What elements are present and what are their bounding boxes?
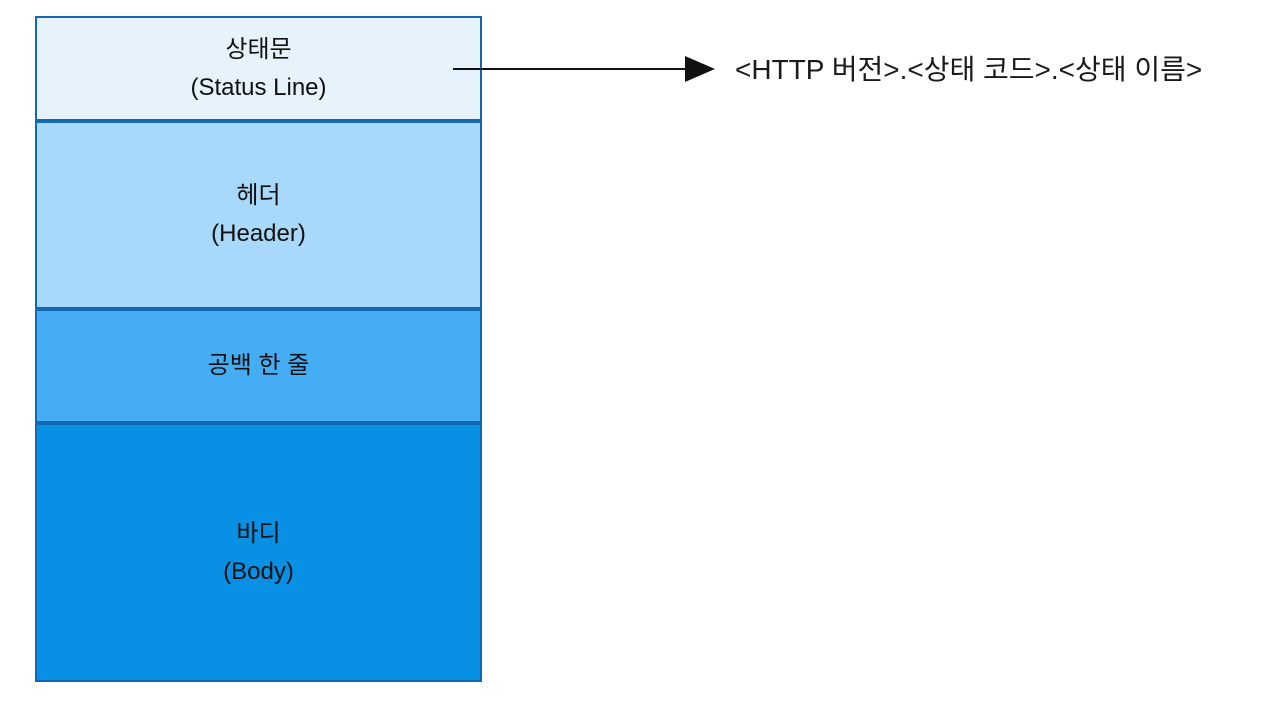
body-label-en: (Body) bbox=[223, 557, 294, 585]
http-response-stack: 상태문 (Status Line) 헤더 (Header) 공백 한 줄 바디 … bbox=[35, 16, 482, 682]
box-body: 바디 (Body) bbox=[35, 423, 482, 682]
box-status-line: 상태문 (Status Line) bbox=[35, 16, 482, 121]
status-line-label-ko: 상태문 bbox=[225, 35, 292, 63]
arrow-head-icon bbox=[685, 56, 715, 82]
blank-line-label-ko: 공백 한 줄 bbox=[207, 352, 310, 379]
status-line-label-en: (Status Line) bbox=[190, 73, 327, 101]
header-label-en: (Header) bbox=[211, 220, 306, 247]
box-header: 헤더 (Header) bbox=[35, 121, 482, 309]
status-line-format-text: <HTTP 버전>.<상태 코드>.<상태 이름> bbox=[735, 54, 1203, 86]
status-line-arrow-shaft bbox=[453, 68, 686, 70]
body-label-ko: 바디 bbox=[236, 519, 281, 547]
box-blank-line: 공백 한 줄 bbox=[35, 309, 482, 423]
header-label-ko: 헤더 bbox=[236, 182, 281, 209]
